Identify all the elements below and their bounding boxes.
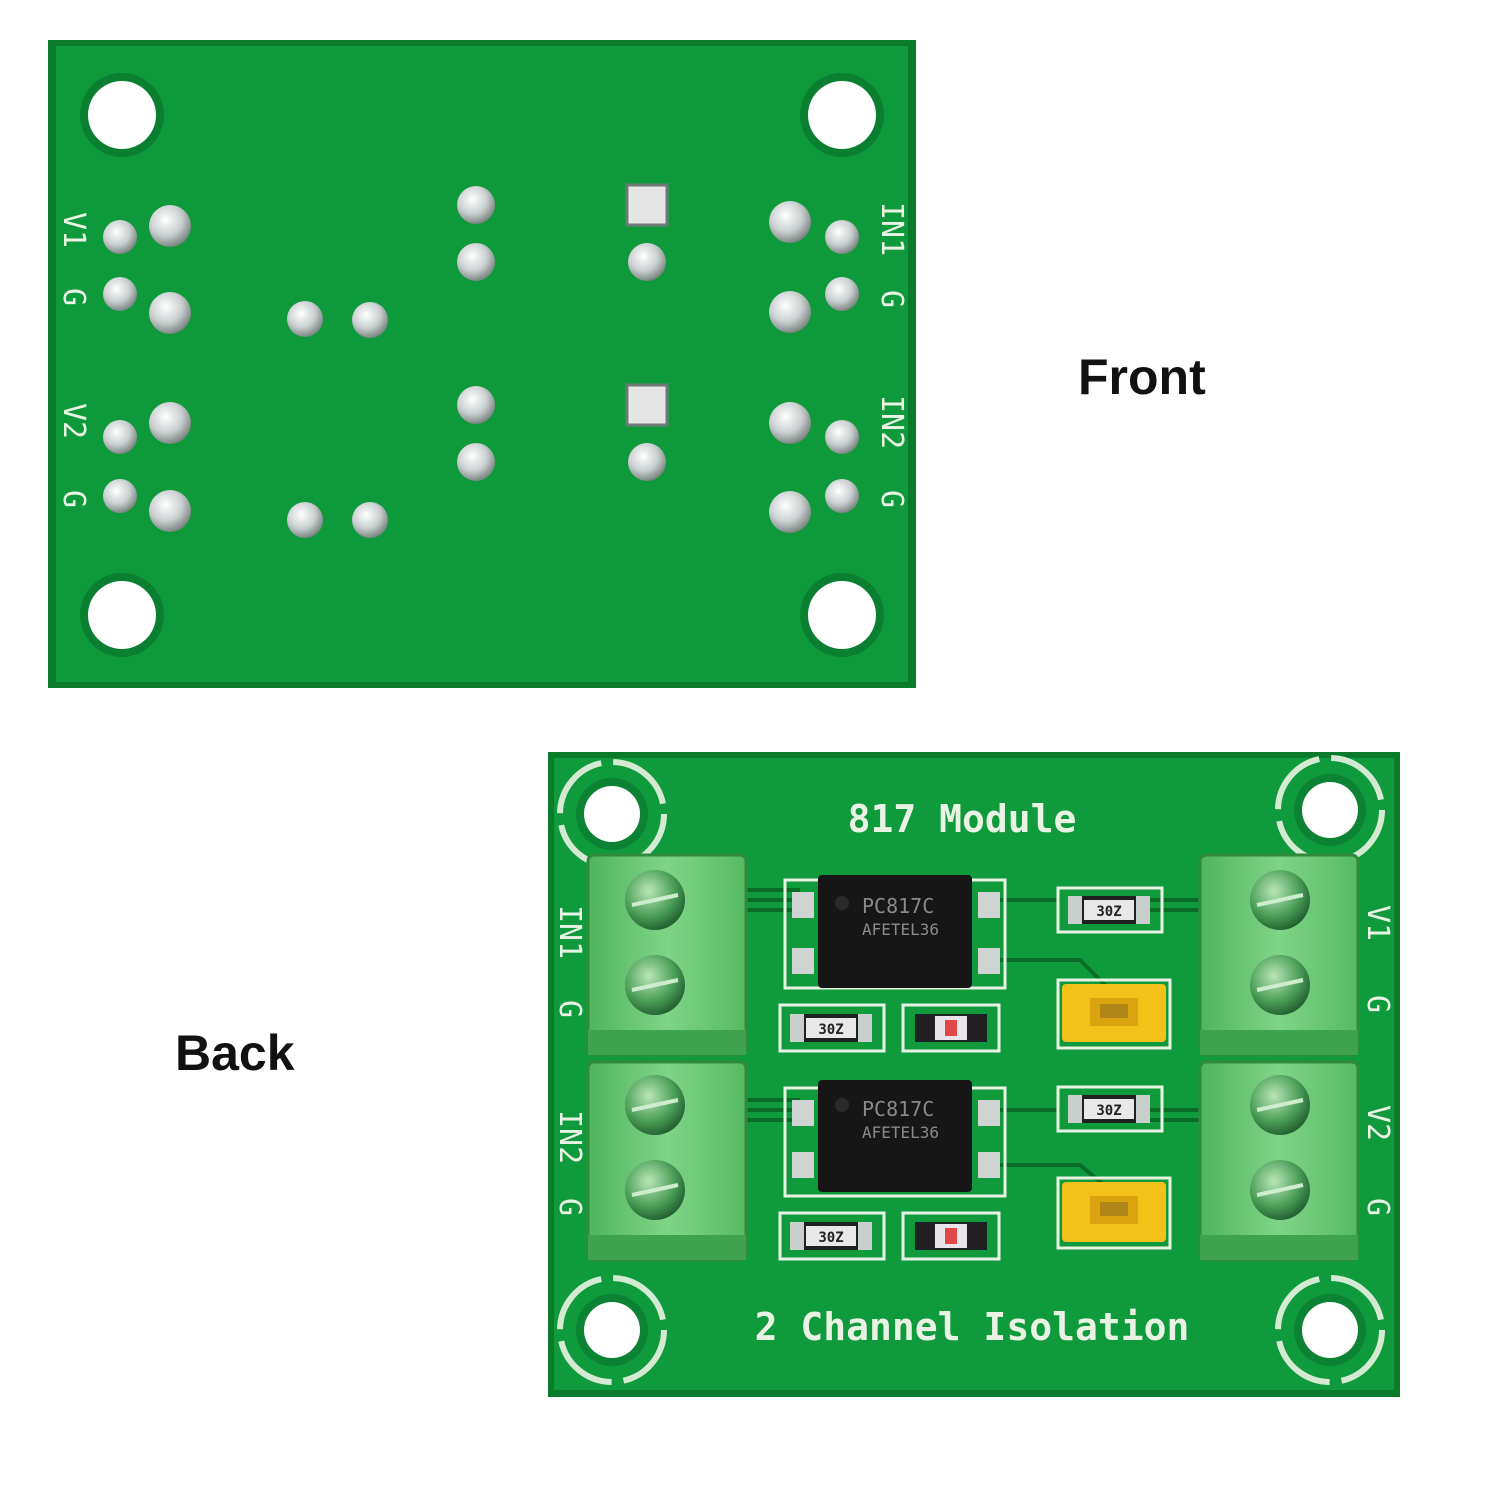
label-v1: V1	[56, 212, 91, 248]
mount-hole	[557, 1275, 667, 1385]
back-caption: Back	[175, 1025, 295, 1081]
solder-joint	[149, 205, 191, 247]
label-g: G	[56, 288, 91, 306]
solder-joint	[352, 302, 388, 338]
solder-joint	[149, 292, 191, 334]
solder-joint	[769, 491, 811, 533]
optocoupler-chip-1: PC817C AFETEL36	[783, 875, 1007, 990]
terminal-block-in2	[586, 1060, 748, 1262]
board-front: V1 G V2 G IN1 G IN2 G	[48, 40, 916, 688]
label-in1: IN1	[552, 905, 587, 959]
label-g: G	[874, 490, 909, 508]
label-v2: V2	[1360, 1105, 1395, 1141]
smd-led	[901, 1211, 1001, 1261]
label-in1: IN1	[874, 202, 909, 256]
solder-joint	[769, 291, 811, 333]
label-in2: IN2	[874, 395, 909, 449]
label-g: G	[1360, 995, 1395, 1013]
label-in2: IN2	[552, 1110, 587, 1164]
label-g: G	[874, 290, 909, 308]
solder-joint	[769, 402, 811, 444]
solder-joint	[628, 443, 666, 481]
label-g: G	[56, 490, 91, 508]
square-pad	[625, 383, 669, 427]
board-title: 817 Module	[848, 797, 1077, 841]
solder-joint	[825, 220, 859, 254]
resistor-code: 30Z	[1096, 1103, 1121, 1119]
solder-joint	[457, 243, 495, 281]
chip-marking: PC817C	[862, 1097, 934, 1121]
solder-joint	[287, 502, 323, 538]
mount-hole	[80, 73, 164, 157]
solder-joint	[352, 502, 388, 538]
mount-hole	[1275, 1275, 1385, 1385]
board-footer: 2 Channel Isolation	[755, 1305, 1190, 1349]
resistor-code: 30Z	[818, 1022, 843, 1038]
solder-joint	[457, 186, 495, 224]
mount-hole	[80, 573, 164, 657]
optocoupler-chip-2: PC817C AFETEL36	[783, 1080, 1007, 1198]
solder-joint	[149, 402, 191, 444]
label-g: G	[552, 1198, 587, 1216]
jumper	[1056, 978, 1172, 1050]
label-g: G	[552, 1000, 587, 1018]
solder-joint	[103, 277, 137, 311]
board-back: 817 Module 2 Channel Isolation	[548, 752, 1400, 1397]
resistor-code: 30Z	[1096, 904, 1121, 920]
jumper	[1056, 1176, 1172, 1250]
terminal-block-v1	[1198, 853, 1360, 1057]
solder-joints	[103, 183, 859, 538]
mount-hole	[800, 573, 884, 657]
solder-joint	[103, 479, 137, 513]
mount-hole	[800, 73, 884, 157]
mount-hole	[1275, 755, 1385, 865]
terminal-block-v2	[1198, 1060, 1360, 1262]
smd-resistor: 30Z	[1056, 1085, 1164, 1133]
resistor-code: 30Z	[818, 1230, 843, 1246]
smd-resistor: 30Z	[778, 1003, 886, 1053]
label-g: G	[1360, 1198, 1395, 1216]
solder-joint	[825, 277, 859, 311]
solder-joint	[287, 301, 323, 337]
front-caption: Front	[1078, 349, 1206, 405]
terminal-block-in1	[586, 853, 748, 1057]
smd-resistor: 30Z	[778, 1211, 886, 1261]
chip-marking: AFETEL36	[862, 1123, 939, 1142]
smd-led	[901, 1003, 1001, 1053]
solder-joint	[825, 479, 859, 513]
solder-joint	[769, 201, 811, 243]
chip-marking: PC817C	[862, 894, 934, 918]
label-v2: V2	[56, 403, 91, 439]
board-front-surface	[56, 46, 908, 682]
mount-hole	[557, 759, 667, 869]
solder-joint	[103, 420, 137, 454]
smd-resistor: 30Z	[1056, 886, 1164, 934]
solder-joint	[149, 490, 191, 532]
solder-joint	[103, 220, 137, 254]
chip-marking: AFETEL36	[862, 920, 939, 939]
solder-joint	[457, 443, 495, 481]
square-pad	[625, 183, 669, 227]
solder-joint	[457, 386, 495, 424]
solder-joint	[825, 420, 859, 454]
solder-joint	[628, 243, 666, 281]
label-v1: V1	[1360, 905, 1395, 941]
